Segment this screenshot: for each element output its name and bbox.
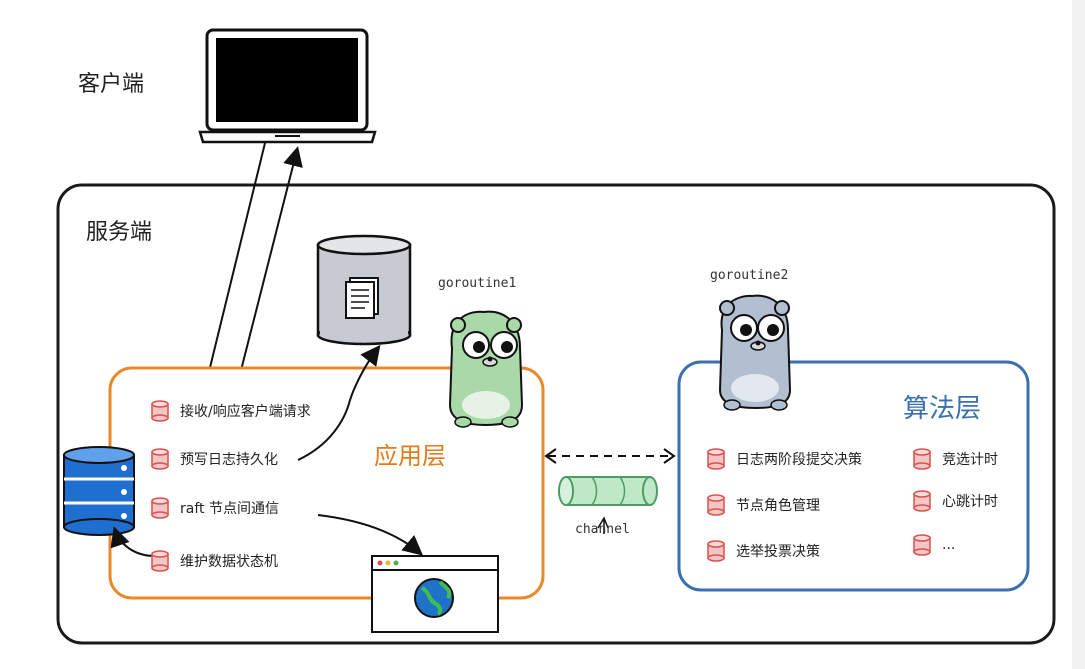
algo-item-label: 日志两阶段提交决策 — [736, 452, 862, 468]
laptop-icon — [198, 28, 377, 144]
list-item: 选举投票决策 — [706, 540, 820, 562]
server-box — [56, 183, 1056, 645]
channel-label: channel — [575, 522, 630, 537]
cylinder-icon — [151, 550, 169, 572]
app-item-label: 接收/响应客户端请求 — [180, 404, 311, 420]
cylinder-icon — [707, 540, 725, 562]
cylinder-icon — [151, 497, 169, 519]
algo-item-label: 心跳计时 — [942, 494, 998, 510]
cylinder-icon — [151, 448, 169, 470]
app-item-label: 预写日志持久化 — [180, 452, 278, 468]
algo-item-label: 节点角色管理 — [736, 498, 820, 514]
cylinder-icon — [707, 448, 725, 470]
list-item: 竞选计时 — [912, 448, 998, 470]
algo-item-label: 竞选计时 — [942, 452, 998, 468]
list-item: 预写日志持久化 — [150, 448, 278, 470]
algo-layer-box — [677, 360, 1030, 592]
list-item: 维护数据状态机 — [150, 550, 278, 572]
app-item-label: raft 节点间通信 — [180, 501, 279, 517]
list-item: raft 节点间通信 — [150, 497, 279, 519]
cylinder-icon — [913, 534, 931, 556]
list-item: ... — [912, 534, 955, 556]
cylinder-icon — [707, 494, 725, 516]
client-label: 客户端 — [78, 72, 145, 97]
algo-item-label: ... — [942, 537, 956, 553]
log-storage-icon — [316, 234, 412, 346]
cylinder-icon — [913, 448, 931, 470]
network-browser-icon — [371, 555, 499, 633]
channel-pipe-icon — [558, 476, 658, 506]
cylinder-icon — [913, 490, 931, 512]
list-item: 心跳计时 — [912, 490, 998, 512]
list-item: 接收/响应客户端请求 — [150, 400, 311, 422]
database-icon — [63, 446, 135, 536]
app-item-label: 维护数据状态机 — [180, 554, 278, 570]
cylinder-icon — [151, 400, 169, 422]
gopher-goroutine2-icon — [718, 294, 792, 411]
server-label: 服务端 — [86, 220, 153, 245]
goroutine2-label: goroutine2 — [710, 268, 789, 283]
algo-item-label: 选举投票决策 — [736, 544, 820, 560]
list-item: 日志两阶段提交决策 — [706, 448, 862, 470]
app-layer-title: 应用层 — [374, 442, 446, 470]
gopher-goroutine1-icon — [448, 310, 524, 428]
list-item: 节点角色管理 — [706, 494, 820, 516]
goroutine1-label: goroutine1 — [438, 276, 517, 291]
algo-layer-title: 算法层 — [903, 394, 982, 424]
